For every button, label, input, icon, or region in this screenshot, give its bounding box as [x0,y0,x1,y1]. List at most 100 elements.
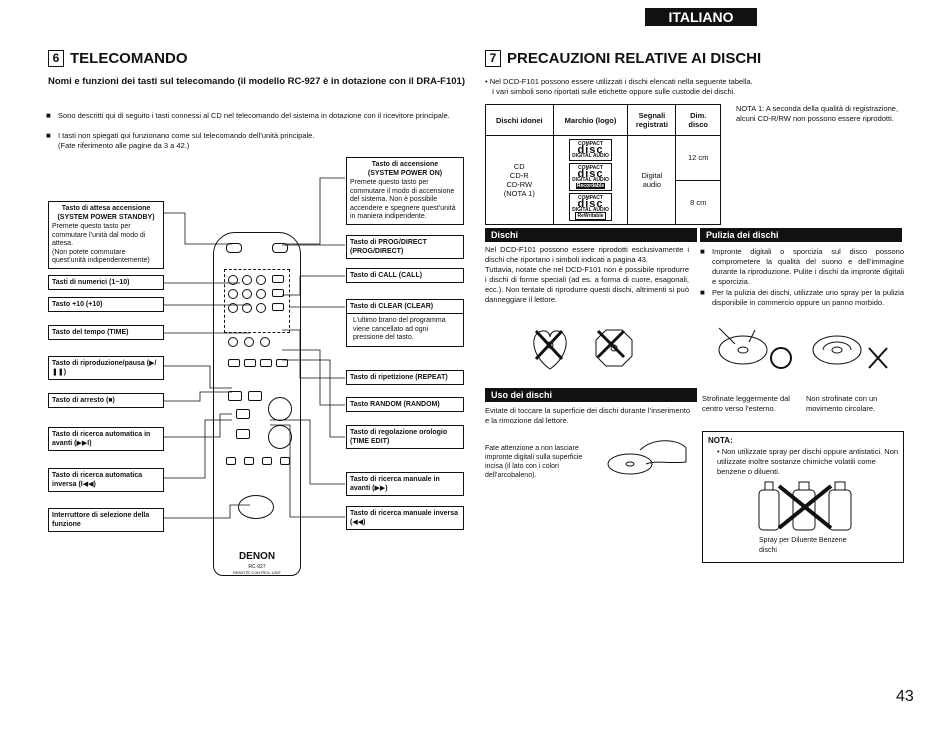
remote-key [272,289,284,297]
section7-title: PRECAUZIONI RELATIVE AI DISCHI [507,50,762,67]
special-shape-discs-illustration [533,329,633,370]
uso-text: Evitate di toccare la superficie dei dis… [485,406,690,425]
section7-intro1: • Nel DCD-F101 possono essere utilizzati… [485,77,753,86]
label-time: Tasto del tempo (TIME) [48,325,164,340]
cell-discs: CD CD-R CD-RW (NOTA 1) [485,135,554,225]
nota-heading: NOTA: [708,436,733,445]
remote-model: RC-927 [248,564,266,570]
remote-volume-down [268,425,292,449]
bottle-caption: Spray per Diluente Benzene dischi [759,537,847,554]
remote-caption: REMOTE CONTROL UNIT [232,570,282,575]
label-time-edit: Tasto di regolazione orologio (TIME EDIT… [346,425,464,449]
section6-bullet2b: (Fate riferimento alle pagine da 3 a 42.… [58,141,190,150]
nota-text: • Non utilizzate spray per dischi oppure… [717,447,899,476]
label-prog: Tasto di PROG/DIRECT (PROG/DIRECT) [346,235,464,259]
remote-key [244,337,254,347]
th-discs: Dischi idonei [485,104,554,136]
section6-title: TELECOMANDO [70,50,188,67]
label-search-fwd: Tasto di ricerca automatica in avanti (▶… [48,427,164,451]
remote-key [226,457,236,465]
cell-size-12: 12 cm [675,135,721,181]
remote-key [272,275,284,283]
remote-key [248,391,262,401]
remote-key [228,337,238,347]
section6-bullet1: Sono descritti qui di seguito i tasti co… [58,111,450,120]
label-repeat: Tasto di ripetizione (REPEAT) [346,370,464,385]
label-power-on-desc: Premete questo tasto per commutare il mo… [346,177,464,225]
page-number: 43 [896,688,914,705]
th-size: Dim. disco [675,104,721,136]
remote-key [280,457,290,465]
uso-heading: Uso dei dischi [485,388,697,402]
disc-table: Dischi idonei Marchio (logo) Segnali reg… [485,104,721,225]
remote-key [260,359,272,367]
remote-off-button [226,243,242,253]
language-tab: ITALIANO [645,8,757,26]
label-manual-rev: Tasto di ricerca manuale inversa (◀◀) [346,506,464,530]
label-numeric: Tasti di numerici (1~10) [48,275,164,290]
handle-text: Fate attenzione a non lasciare impronte … [485,445,583,479]
label-clear-desc: L’ultimo brano del programma viene cance… [346,314,464,347]
label-call: Tasto di CALL (CALL) [346,268,464,283]
section6-number: 6 [48,50,64,67]
remote-key [228,289,238,299]
remote-key [242,303,252,313]
label-function-switch: Interruttore di selezione della funzione [48,508,164,532]
section6-heading: 6 TELECOMANDO [48,50,188,67]
nota-box: NOTA: • Non utilizzate spray per dischi … [702,431,904,563]
wiping-illustration [718,327,888,369]
th-logo: Marchio (logo) [552,104,629,136]
remote-key [228,359,240,367]
label-search-rev: Tasto di ricerca automatica inversa (I◀◀… [48,468,164,492]
remote-volume-up [268,397,292,421]
label-plus10: Tasto +10 (+10) [48,297,164,312]
remote-key [244,457,254,465]
section6-subtitle: Nomi e funzioni dei tasti sul telecomand… [48,76,465,87]
remote-function-dial [238,495,274,519]
remote-key [256,289,266,299]
nota1: NOTA 1: A seconda della qualità di regis… [736,104,899,123]
remote-key [242,275,252,285]
remote-key [256,275,266,285]
remote-key [260,337,270,347]
cell-size-8: 8 cm [675,179,721,225]
bottles-illustration [758,481,852,531]
label-stop: Tasto di arresto (■) [48,393,164,408]
remote-key [228,391,242,401]
remote-key [256,303,266,313]
label-random: Tasto RANDOM (RANDOM) [346,397,464,412]
remote-on-button [272,243,288,253]
remote-key [236,429,250,439]
section7-intro2: I vari simboli sono riportati sulle etic… [492,87,736,96]
remote-key [244,359,256,367]
label-standby-desc: Premete questo tasto per commutare l’uni… [48,221,164,269]
pulizia-heading: Pulizia dei dischi [700,228,902,242]
remote-key [276,359,288,367]
remote-key [228,303,238,313]
dischi-heading: Dischi [485,228,697,242]
remote-numeric-pad [224,269,290,333]
remote-key [242,289,252,299]
label-manual-fwd: Tasto di ricerca manuale in avanti (▶▶) [346,472,464,496]
remote-key [272,303,284,311]
label-play-pause: Tasto di riproduzione/pausa (▶/❚❚) [48,356,164,380]
cell-signal: Digital audio [627,135,677,225]
remote-brand: DENON [238,551,276,562]
remote-key [228,275,238,285]
disc-handling-illustration [607,440,687,475]
wipe-ok-caption: Strofinate leggermente dal centro verso … [702,394,790,413]
th-signal: Segnali registrati [627,104,677,136]
section7-heading: 7 PRECAUZIONI RELATIVE AI DISCHI [485,50,761,67]
section6-bullet2: I tasti non spiegati qui funzionano come… [58,131,315,140]
wipe-no-caption: Non strofinate con un movimento circolar… [806,394,878,413]
remote-key [236,409,250,419]
dischi-text: Nel DCD-F101 possono essere riprodotti e… [485,245,689,304]
pulizia-bullet2: Per la pulizia dei dischi, utilizzate un… [712,288,904,307]
remote-key [262,457,272,465]
pulizia-bullet1: Impronte digitali o sporcizia sul disco … [712,247,904,286]
